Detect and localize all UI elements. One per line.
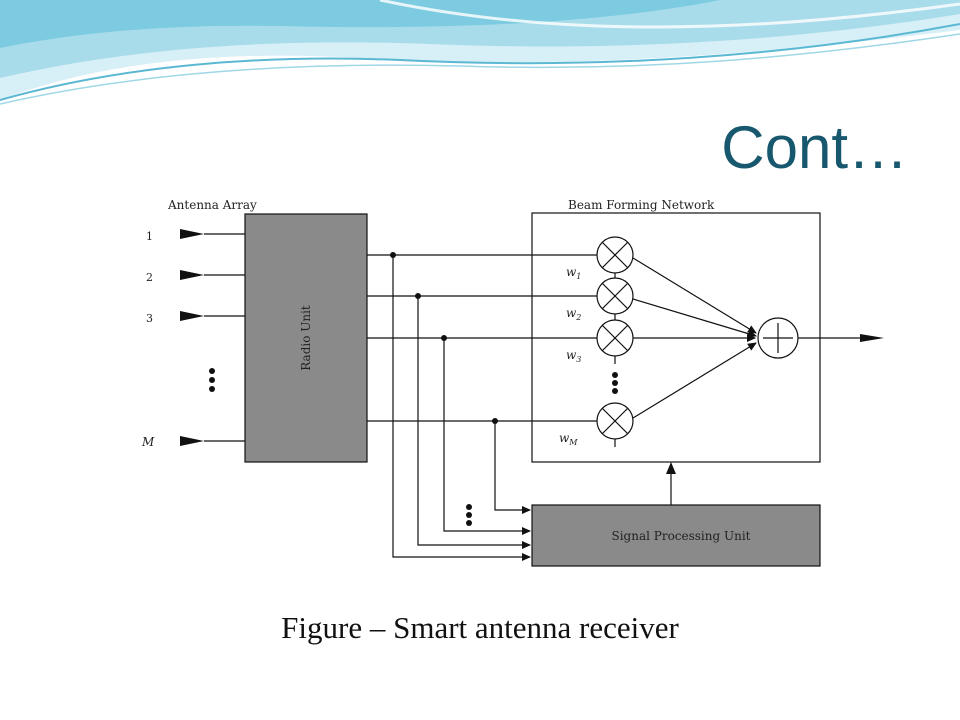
multiplier-node <box>596 319 634 364</box>
antenna-element <box>180 311 245 321</box>
multiplier-node <box>596 236 634 281</box>
weighted-signal-line <box>632 257 757 334</box>
beam-forming-label: Beam Forming Network <box>568 198 715 212</box>
summer-node <box>757 317 799 359</box>
weight-label: w1 <box>566 265 581 281</box>
feed-line <box>417 296 531 549</box>
multiplier-node <box>596 277 634 322</box>
weight-label: w2 <box>566 306 581 322</box>
antenna-input-label: 2 <box>146 271 153 284</box>
antenna-input-label: M <box>141 435 155 449</box>
signal-processing-unit-box <box>531 504 821 567</box>
radio-unit-box <box>244 213 368 463</box>
antenna-array-label: Antenna Array <box>167 198 257 212</box>
header-wave-decoration <box>0 0 960 105</box>
multiplier-node <box>596 402 634 447</box>
ellipsis-dots <box>209 368 215 392</box>
antenna-input-label: 1 <box>146 230 153 243</box>
figure-caption: Figure – Smart antenna receiver <box>281 610 679 645</box>
ellipsis-dots <box>466 504 472 526</box>
slide-title: Cont… <box>721 114 908 181</box>
feed-line <box>443 338 531 535</box>
antenna-element <box>180 270 245 280</box>
weight-label: w3 <box>566 348 581 364</box>
antenna-input-label: 3 <box>146 312 153 325</box>
ellipsis-dots <box>612 372 618 394</box>
weighted-signal-line <box>632 342 757 419</box>
weighted-signal-line <box>632 298 757 338</box>
signal-processing-unit-label: Signal Processing Unit <box>611 529 750 543</box>
feed-line <box>392 255 531 561</box>
antenna-element <box>180 436 245 446</box>
feedback-arrowhead <box>666 462 676 474</box>
feed-line <box>494 421 531 514</box>
output-arrowhead <box>860 334 884 342</box>
radio-unit-label: Radio Unit <box>299 305 313 371</box>
weight-label: wM <box>559 431 578 447</box>
antenna-element <box>180 229 245 239</box>
